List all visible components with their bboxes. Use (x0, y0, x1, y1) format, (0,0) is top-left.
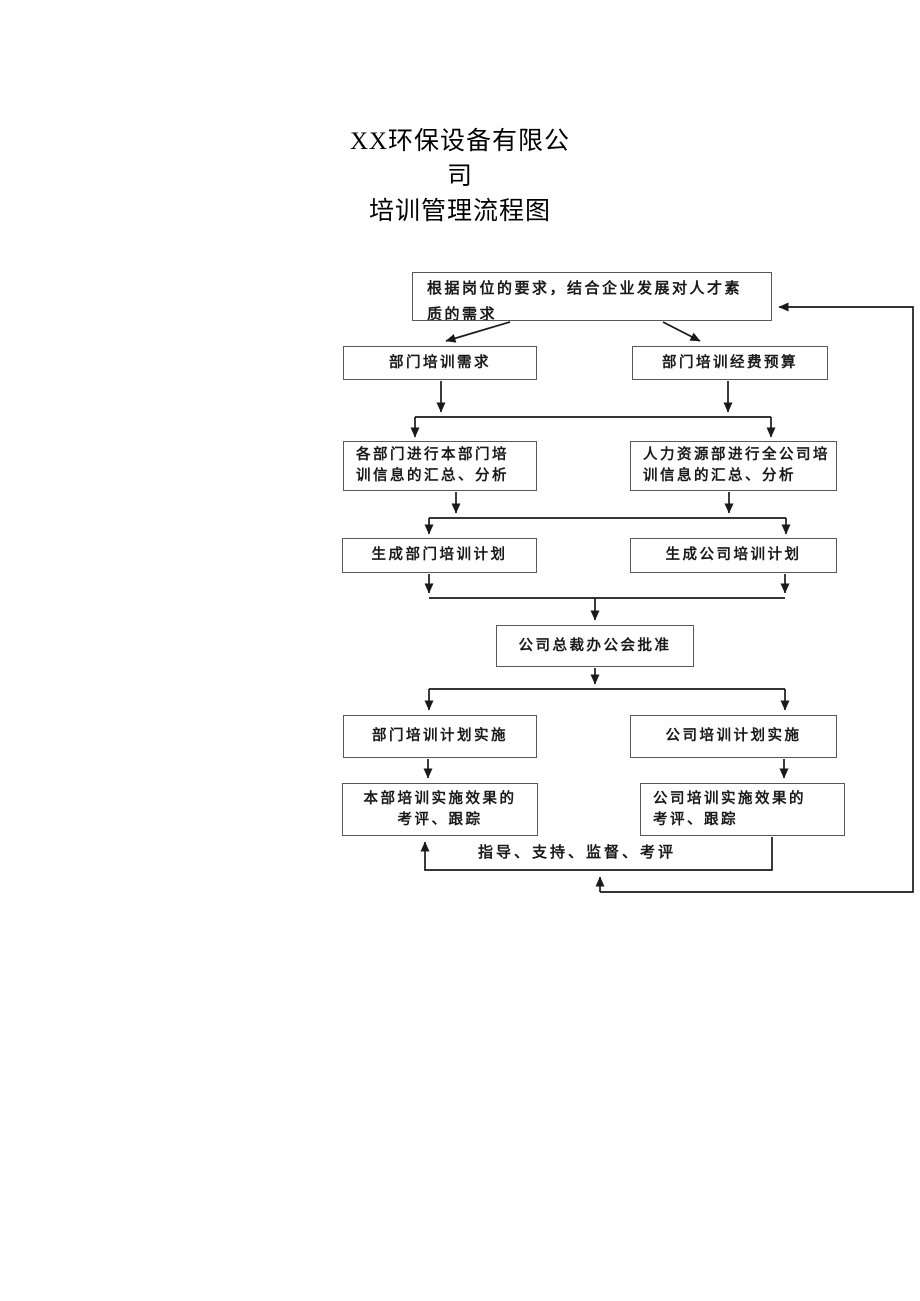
flow-node-dept-effect-review: 本部培训实施效果的 考评、跟踪 (342, 783, 538, 836)
flow-node-generate-company-plan: 生成公司培训计划 (630, 538, 837, 573)
document-title-block: XX环保设备有限公 司 培训管理流程图 (260, 124, 660, 229)
flow-node-company-effect-review: 公司培训实施效果的 考评、跟踪 (640, 783, 845, 836)
flow-node-requirement: 根据岗位的要求，结合企业发展对人才素 质的需求 (412, 272, 772, 321)
doc-title-line1: XX环保设备有限公 (349, 128, 571, 155)
flow-node-company-plan-implement: 公司培训计划实施 (630, 715, 837, 758)
flow-node-dept-plan-implement: 部门培训计划实施 (343, 715, 537, 758)
flow-node-dept-info-analysis: 各部门进行本部门培 训信息的汇总、分析 (343, 441, 537, 491)
doc-title-line2: 司 (446, 163, 473, 190)
doc-subtitle: 培训管理流程图 (368, 198, 551, 225)
flow-node-president-approval: 公司总裁办公会批准 (496, 625, 694, 667)
flow-node-dept-training-needs: 部门培训需求 (343, 346, 537, 380)
flow-node-hr-info-analysis: 人力资源部进行全公司培 训信息的汇总、分析 (630, 441, 837, 491)
flow-node-dept-training-budget: 部门培训经费预算 (632, 346, 828, 380)
flow-node-generate-dept-plan: 生成部门培训计划 (342, 538, 537, 573)
feedback-edge-label: 指导、支持、监督、考评 (478, 844, 677, 861)
